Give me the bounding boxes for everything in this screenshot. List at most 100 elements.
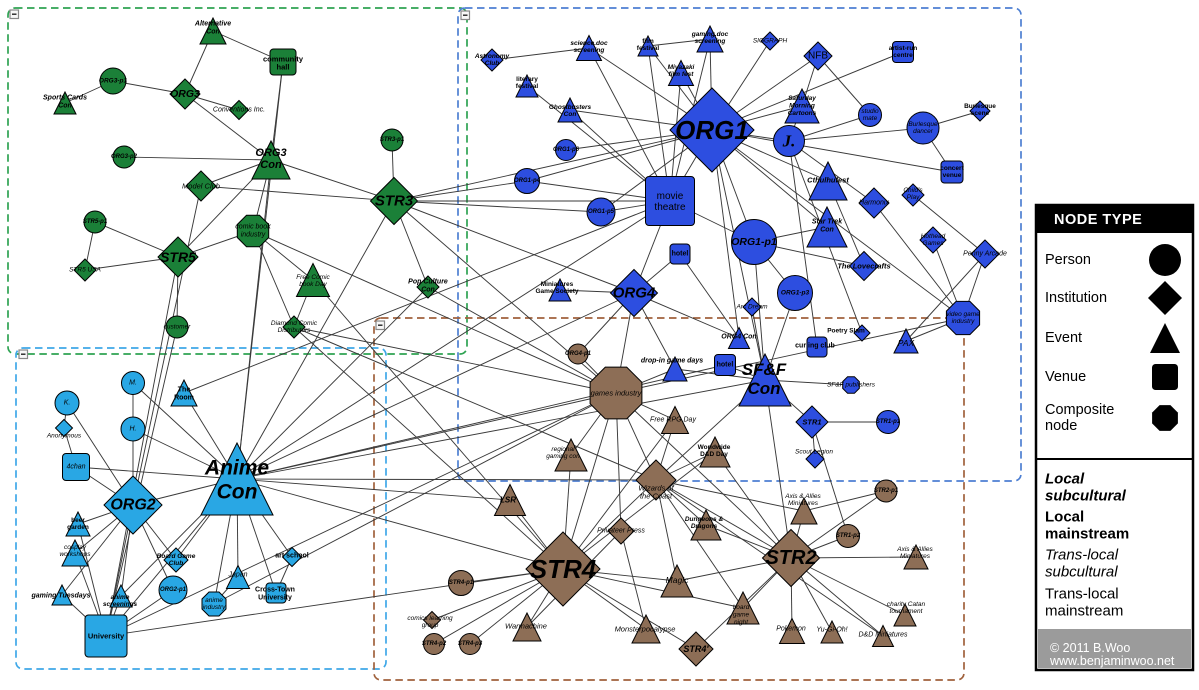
svg-text:art school: art school [275, 553, 309, 560]
svg-text:game: game [733, 612, 750, 619]
svg-text:Anonymous: Anonymous [46, 433, 82, 440]
svg-text:Distributors: Distributors [278, 327, 312, 334]
svg-text:science.doc: science.doc [570, 40, 608, 47]
svg-text:Hothead: Hothead [921, 233, 946, 240]
svg-text:Trans-local: Trans-local [1045, 547, 1119, 564]
svg-text:cosplay: cosplay [64, 544, 87, 551]
svg-text:Pop Culture: Pop Culture [408, 279, 448, 286]
svg-text:tournament: tournament [890, 608, 924, 615]
svg-text:Miniatures: Miniatures [788, 500, 819, 507]
svg-text:games industry: games industry [591, 389, 643, 398]
svg-text:STR5-p1: STR5-p1 [83, 219, 108, 225]
svg-text:ORG2-p1: ORG2-p1 [160, 587, 187, 593]
svg-text:Penny Arcade: Penny Arcade [963, 251, 1007, 258]
svg-text:mate: mate [863, 115, 878, 122]
svg-text:ORG4: ORG4 [613, 285, 656, 302]
svg-text:industry: industry [241, 232, 266, 239]
svg-text:industry: industry [203, 604, 227, 611]
svg-text:Con: Con [564, 111, 577, 118]
svg-text:Yu-Gi-Oh!: Yu-Gi-Oh! [816, 627, 847, 634]
svg-text:Child's: Child's [903, 187, 923, 194]
svg-text:Free Comic: Free Comic [296, 274, 330, 281]
svg-text:K.: K. [64, 400, 71, 407]
svg-text:centre: centre [893, 52, 913, 59]
svg-text:Club: Club [485, 60, 499, 67]
svg-text:Con: Con [58, 103, 72, 110]
svg-text:STR3-p1: STR3-p1 [380, 137, 405, 143]
svg-text:screening: screening [574, 47, 605, 54]
svg-text:Local: Local [1045, 509, 1084, 526]
svg-text:hotel: hotel [717, 362, 734, 369]
svg-text:gaming.doc: gaming.doc [691, 31, 729, 38]
svg-text:Miyazaki: Miyazaki [668, 64, 695, 71]
svg-text:STR4-p3: STR4-p3 [458, 641, 483, 647]
svg-text:SF&F: SF&F [742, 360, 787, 379]
svg-text:Arc Dream: Arc Dream [735, 304, 768, 311]
svg-text:gaming con: gaming con [546, 453, 580, 460]
svg-text:Alternative: Alternative [194, 21, 231, 28]
svg-text:Club: Club [169, 560, 183, 567]
svg-text:Trans-local: Trans-local [1045, 586, 1119, 603]
svg-text:Free RPG Day: Free RPG Day [650, 417, 696, 424]
svg-text:hotel: hotel [672, 251, 689, 258]
svg-text:ORG1-p1: ORG1-p1 [731, 236, 777, 248]
svg-text:Monsterpocalypse: Monsterpocalypse [615, 625, 676, 634]
svg-text:charity Catan: charity Catan [887, 601, 926, 608]
svg-text:Room: Room [174, 395, 194, 402]
svg-text:beer: beer [71, 517, 85, 524]
svg-text:PAX: PAX [898, 338, 915, 348]
svg-text:4chan: 4chan [66, 464, 85, 471]
svg-text:venue: venue [943, 172, 962, 179]
svg-text:Local: Local [1045, 471, 1085, 488]
svg-text:Con: Con [206, 29, 220, 36]
svg-text:SF&F publishers: SF&F publishers [827, 382, 876, 389]
svg-text:group: group [422, 622, 439, 629]
svg-text:garden: garden [67, 524, 89, 531]
svg-text:Game Society: Game Society [536, 288, 579, 295]
svg-text:night: night [734, 619, 749, 626]
svg-text:LSR: LSR [500, 496, 516, 505]
svg-text:STR1: STR1 [802, 418, 821, 427]
svg-text:Board Game: Board Game [157, 553, 196, 560]
svg-text:Warmachine: Warmachine [505, 622, 547, 631]
svg-text:workshops: workshops [59, 551, 91, 558]
svg-text:studio: studio [861, 108, 879, 115]
svg-text:the Coast: the Coast [640, 492, 673, 501]
svg-text:STR4-p2: STR4-p2 [422, 641, 447, 647]
svg-text:industry: industry [952, 318, 976, 325]
svg-text:NFB: NFB [808, 51, 828, 62]
svg-text:video game: video game [946, 311, 980, 318]
svg-text:SIGGRAPH: SIGGRAPH [753, 38, 788, 45]
svg-text:Scout Legion: Scout Legion [795, 449, 833, 456]
svg-text:mainstream: mainstream [1045, 603, 1123, 620]
svg-text:Privateer Press: Privateer Press [597, 528, 645, 535]
svg-text:curling club: curling club [795, 343, 835, 350]
svg-text:ORG3-p1: ORG3-p1 [99, 78, 128, 85]
svg-text:STR2: STR2 [765, 547, 816, 569]
svg-text:Japan: Japan [227, 572, 247, 579]
svg-text:ORG1-p5: ORG1-p5 [588, 209, 615, 215]
svg-text:Con: Con [421, 287, 435, 294]
svg-text:regional: regional [551, 446, 575, 453]
svg-text:University: University [88, 632, 125, 641]
svg-text:mainstream: mainstream [1045, 526, 1129, 543]
svg-text:Astronomy: Astronomy [474, 53, 510, 60]
svg-text:Morning: Morning [789, 103, 815, 110]
svg-text:Composite: Composite [1045, 402, 1114, 418]
svg-text:Con: Con [260, 159, 282, 171]
svg-text:Pokemon: Pokemon [776, 626, 806, 633]
svg-text:ORG4-p1: ORG4-p1 [565, 351, 592, 357]
svg-text:Con: Con [217, 480, 258, 503]
svg-text:The: The [178, 387, 191, 394]
svg-text:movie: movie [657, 191, 684, 202]
svg-text:ORG3: ORG3 [170, 88, 200, 100]
svg-text:screening: screening [695, 38, 726, 45]
svg-text:anime: anime [205, 597, 223, 604]
svg-text:literary: literary [516, 76, 538, 83]
svg-text:STR5: STR5 [160, 249, 196, 265]
svg-text:www.benjaminwoo.net: www.benjaminwoo.net [1049, 654, 1175, 668]
svg-text:artist-run: artist-run [889, 45, 918, 52]
svg-text:Con: Con [820, 227, 834, 234]
svg-text:Axis & Allies: Axis & Allies [896, 546, 933, 553]
svg-text:anime: anime [111, 594, 130, 601]
